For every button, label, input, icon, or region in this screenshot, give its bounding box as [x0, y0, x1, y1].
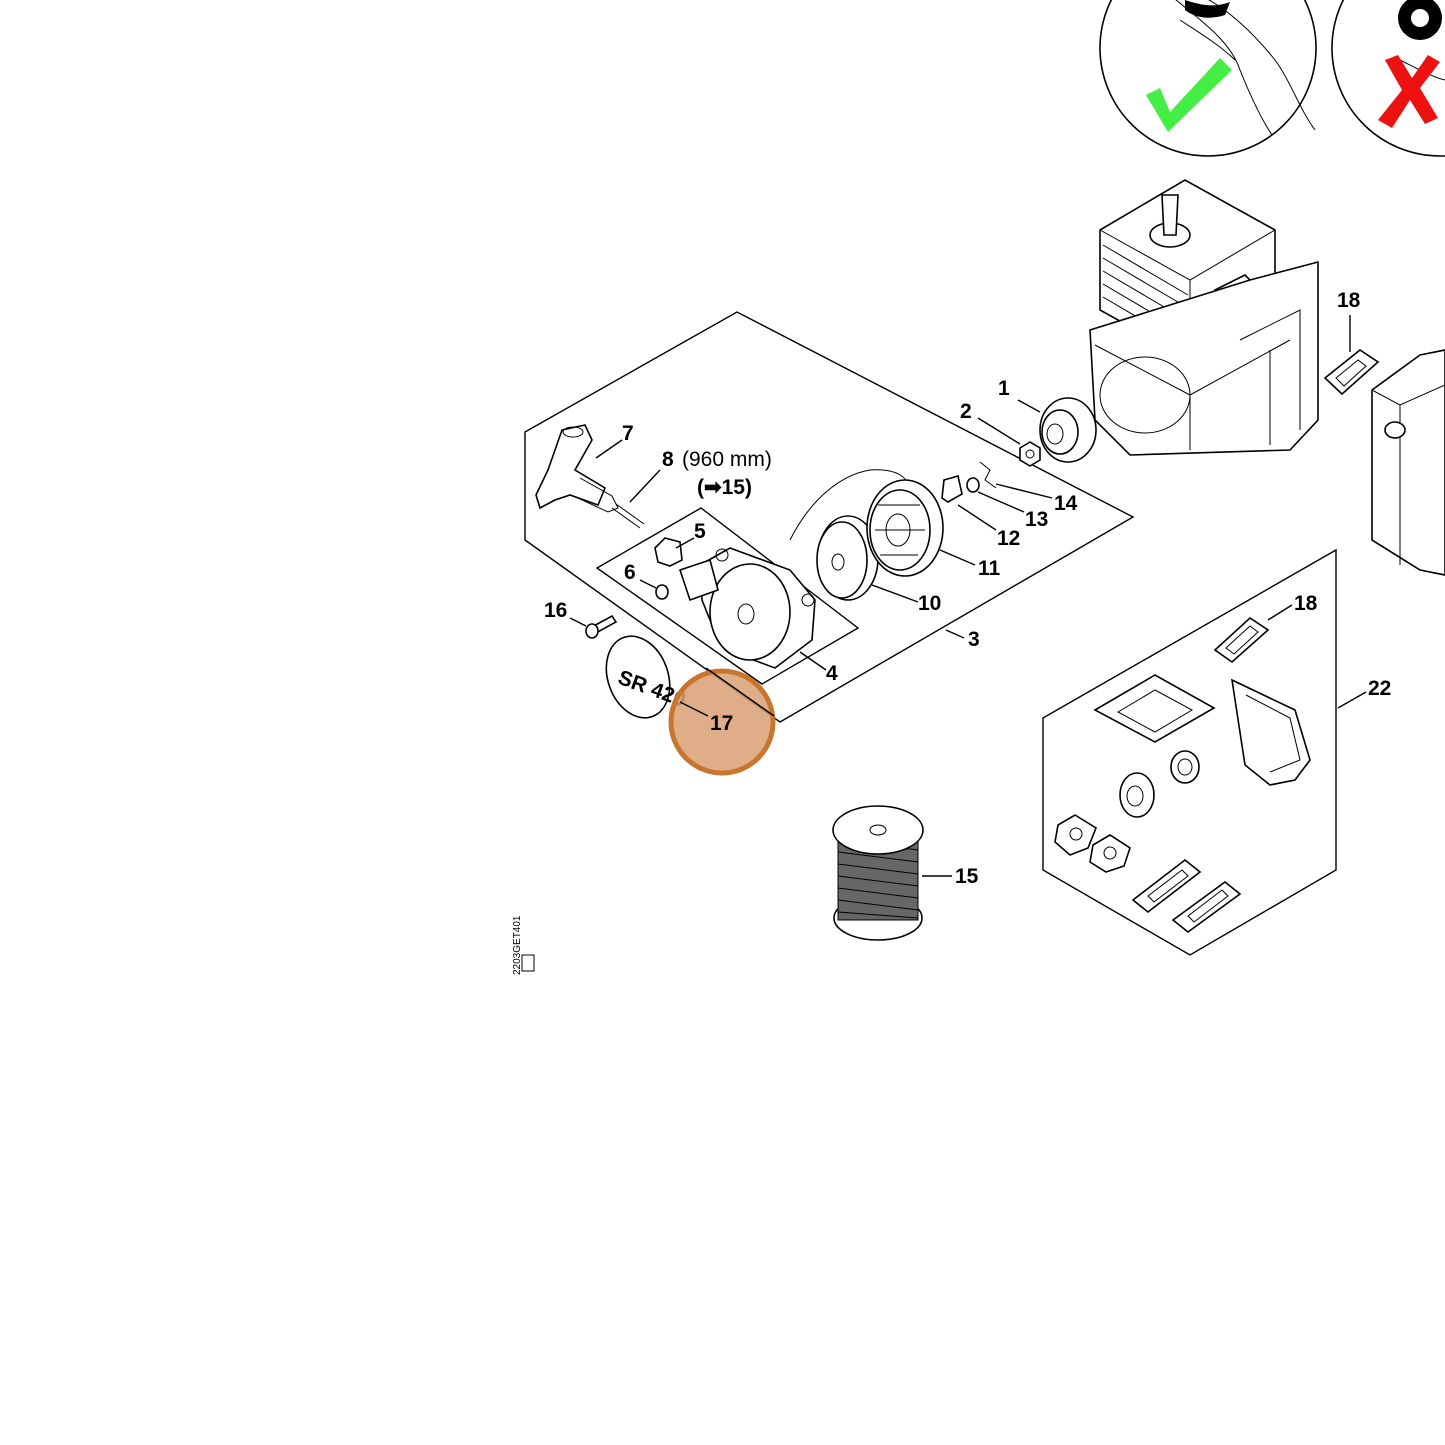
- check-mark-icon: [1146, 58, 1232, 132]
- part-16-screw: 16: [544, 599, 618, 639]
- correct-usage-illustration: [1099, 0, 1317, 157]
- gasket-18-upper: 18: [1323, 289, 1380, 396]
- callout-5: 5: [694, 520, 706, 543]
- callout-7: 7: [622, 422, 634, 445]
- gasket-kit-outline: [1042, 548, 1337, 956]
- part-8-rope: 8 (960 mm) (➡15): [611, 448, 772, 529]
- part-2-nut: 2: [960, 400, 1041, 467]
- incorrect-usage-illustration: [1331, 0, 1445, 157]
- callout-12: 12: [997, 527, 1020, 550]
- starter-kit-outline: [524, 311, 1135, 723]
- part-1-hub: 1: [998, 377, 1097, 463]
- callout-13: 13: [1025, 508, 1048, 531]
- callout-16: 16: [544, 599, 567, 622]
- callout-18-upper: 18: [1337, 289, 1361, 312]
- drawing-code: 2203GET401: [512, 915, 535, 975]
- callout-22: 22: [1368, 677, 1391, 700]
- callout-2: 2: [960, 400, 972, 423]
- callout-11: 11: [978, 557, 1001, 580]
- callout-15: 15: [955, 865, 979, 888]
- engine-block-illustration: [1089, 179, 1319, 456]
- callout-4: 4: [826, 662, 838, 685]
- callout-6: 6: [624, 561, 636, 584]
- callout-10: 10: [918, 592, 941, 615]
- highlight-marker[interactable]: 17: [668, 667, 776, 776]
- muffler-illustration: [1371, 349, 1445, 576]
- callout-17: 17: [710, 712, 733, 735]
- callout-18-lower: 18: [1294, 592, 1318, 615]
- rope-reference: (➡15): [697, 476, 752, 499]
- gasket-kit-parts: 18 22: [1054, 592, 1391, 934]
- callout-14: 14: [1054, 492, 1078, 515]
- part-15-rope-spool: 15: [832, 805, 979, 941]
- part-5-pawl: 5: [654, 520, 706, 567]
- part-13-washer: 13: [966, 477, 1048, 531]
- part-11-rope-rotor: 11: [866, 479, 1001, 580]
- part-7-handle: 7: [535, 422, 634, 513]
- part-4-starter-housing: 4: [678, 547, 838, 685]
- callout-1: 1: [998, 377, 1010, 400]
- part-12-pawl: 12: [941, 474, 1020, 550]
- part-6-washer: 6: [624, 561, 669, 600]
- drawing-code-text: 2203GET401: [512, 915, 523, 975]
- callout-3: 3: [968, 628, 980, 651]
- cross-mark-icon: [1378, 55, 1440, 128]
- callout-8: 8: [662, 448, 674, 471]
- part-14-spring-clip: 14: [979, 461, 1078, 515]
- rewind-starter-outline: [595, 507, 860, 685]
- rope-length: (960 mm): [682, 448, 772, 471]
